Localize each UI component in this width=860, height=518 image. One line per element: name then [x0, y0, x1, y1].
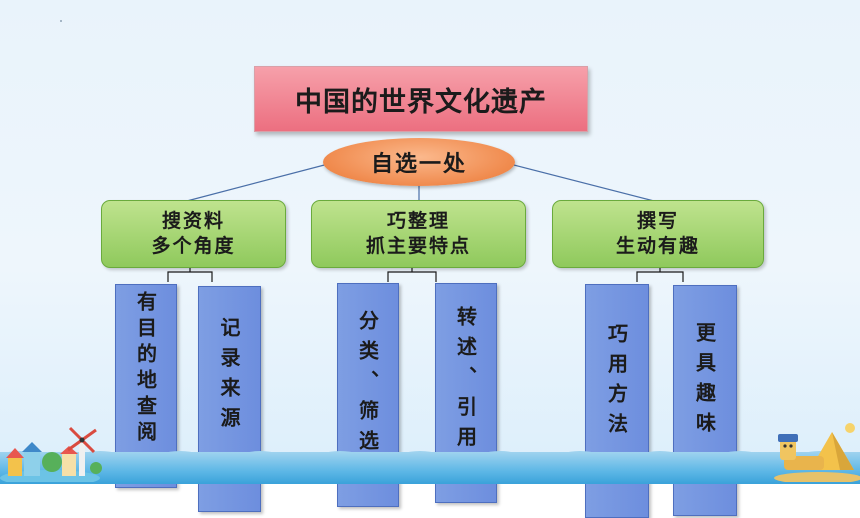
- branch-title: 撰写: [636, 210, 679, 232]
- card-label: 更具趣味: [692, 322, 717, 442]
- town-illustration-icon: [0, 426, 102, 482]
- branch-subtitle: 生动有趣: [615, 235, 700, 257]
- card-label: 有目的地查阅: [133, 291, 158, 447]
- page-title: 中国的世界文化遗产: [295, 86, 547, 118]
- branch-search-materials: 搜资料 多个角度: [101, 200, 286, 268]
- center-label: 自选一处: [370, 152, 467, 177]
- branch-title: 搜资料: [161, 210, 225, 232]
- branch-write: 撰写 生动有趣: [552, 200, 764, 268]
- branch-organize: 巧整理 抓主要特点: [311, 200, 526, 268]
- sphinx-pyramid-icon: [774, 423, 860, 482]
- branch-subtitle: 抓主要特点: [365, 235, 471, 257]
- card-label: 转述、引用: [453, 306, 478, 456]
- card-label: 巧用方法: [604, 323, 629, 443]
- water-strip: [0, 452, 860, 484]
- connector-lines: [167, 162, 684, 282]
- card-label: 记录来源: [217, 317, 241, 437]
- card-label: 分类、筛选: [355, 310, 380, 460]
- branch-subtitle: 多个角度: [151, 235, 236, 257]
- branch-title: 巧整理: [386, 210, 450, 232]
- decorative-dot: [60, 20, 62, 22]
- title-box: 中国的世界文化遗产: [254, 66, 588, 132]
- center-oval: 自选一处: [323, 138, 515, 186]
